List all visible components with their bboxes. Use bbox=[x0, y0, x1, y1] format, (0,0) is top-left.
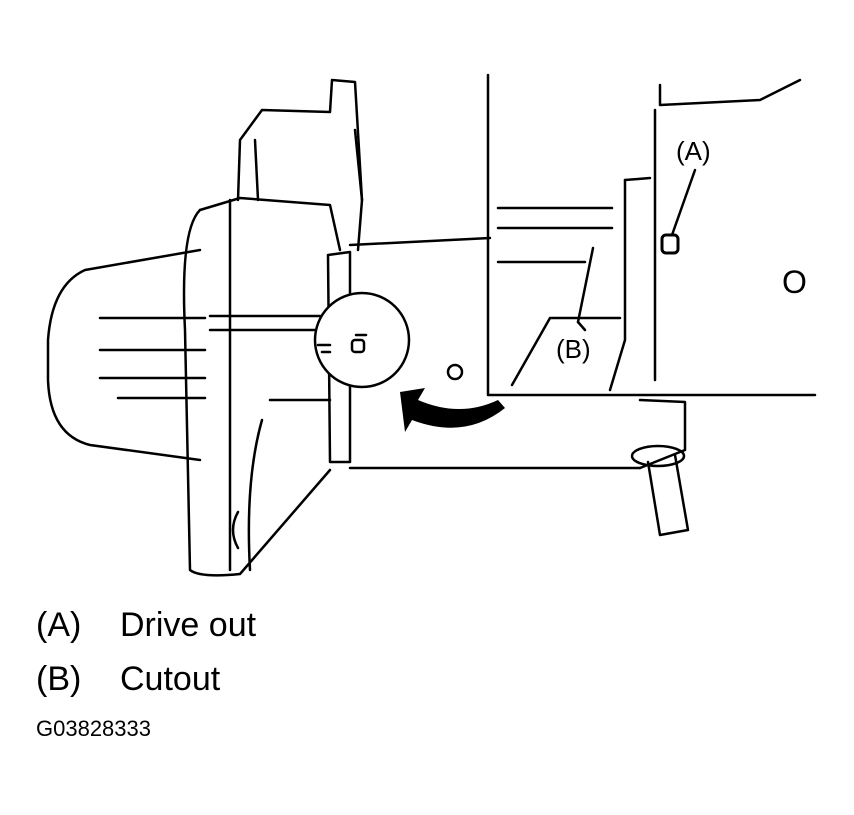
legend-row: (B) Cutout bbox=[36, 652, 256, 706]
callout-b-leader bbox=[576, 320, 587, 332]
drive-out-part bbox=[660, 233, 680, 255]
rotation-arrow bbox=[400, 388, 505, 432]
detail-inset bbox=[313, 291, 411, 389]
starter-rear-cap bbox=[46, 248, 207, 462]
legend-key: (A) bbox=[36, 606, 82, 644]
mounting-hole bbox=[446, 363, 464, 381]
legend: (A) Drive out (B) Cutout bbox=[36, 598, 256, 706]
legend-description: Cutout bbox=[120, 660, 221, 698]
starter-motor-diagram: (A) (B) O bbox=[46, 73, 817, 577]
starter-shaft bbox=[630, 444, 690, 537]
figure-id: G03828333 bbox=[36, 716, 151, 741]
callout-b-label: (B) bbox=[556, 334, 591, 364]
housing-letter-o: O bbox=[782, 264, 807, 300]
legend-key: (B) bbox=[36, 660, 82, 698]
callout-a-leader bbox=[670, 168, 697, 237]
starter-body bbox=[326, 236, 687, 470]
starter-bracket bbox=[182, 78, 364, 577]
legend-description: Drive out bbox=[120, 606, 257, 644]
legend-row: (A) Drive out bbox=[36, 598, 256, 652]
gear-housing bbox=[486, 73, 817, 397]
callout-a-label: (A) bbox=[676, 136, 711, 166]
